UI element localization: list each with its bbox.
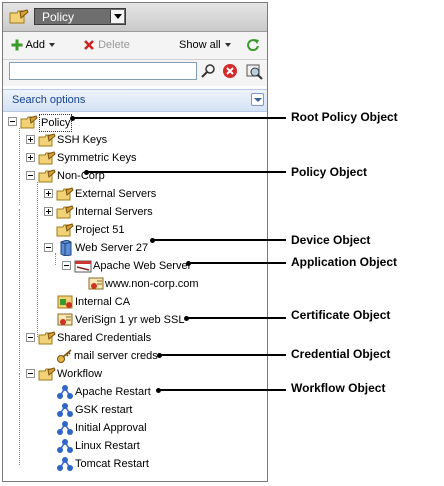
tree-node-label: www.non-corp.com bbox=[105, 278, 199, 290]
chevron-down-icon[interactable] bbox=[251, 93, 264, 106]
tree-node-label: Workflow bbox=[57, 368, 103, 380]
callout-policy: Policy Object bbox=[291, 165, 368, 179]
policy-folder-icon bbox=[38, 367, 56, 381]
tree-node-label: GSK restart bbox=[75, 404, 133, 416]
tree-node-label: SSH Keys bbox=[57, 134, 108, 146]
tree-node-label: VeriSign 1 yr web SSL bbox=[75, 314, 185, 326]
workflow-icon bbox=[57, 457, 73, 471]
callout-line bbox=[188, 262, 286, 264]
policy-folder-icon bbox=[56, 205, 74, 219]
tree-node-label: External Servers bbox=[75, 188, 157, 200]
policy-folder-icon bbox=[38, 133, 56, 147]
policy-folder-icon bbox=[38, 169, 56, 183]
chevron-down-icon bbox=[224, 43, 231, 48]
workflow-icon bbox=[57, 439, 73, 453]
workflow-icon bbox=[57, 421, 73, 435]
search-row bbox=[3, 60, 267, 86]
callout-line bbox=[86, 171, 286, 173]
workflow-icon bbox=[57, 403, 73, 417]
tree-node-label: Shared Credentials bbox=[57, 332, 152, 344]
tree-node-label: Linux Restart bbox=[75, 440, 140, 452]
show-all-button[interactable]: Show all bbox=[179, 37, 231, 53]
certificate-authority-icon bbox=[57, 295, 73, 309]
policy-folder-icon bbox=[56, 187, 74, 201]
collapse-toggle[interactable] bbox=[26, 333, 35, 342]
search-options-label: Search options bbox=[12, 94, 86, 106]
callout-certificate: Certificate Object bbox=[291, 308, 391, 322]
policy-folder-icon bbox=[38, 331, 56, 345]
policy-folder-icon bbox=[38, 151, 56, 165]
tree-node-label: Internal CA bbox=[75, 296, 131, 308]
credential-key-icon bbox=[57, 349, 72, 363]
collapse-toggle[interactable] bbox=[8, 117, 17, 126]
callout-line bbox=[152, 239, 286, 241]
certificate-icon bbox=[57, 313, 73, 326]
tree-node-label: Initial Approval bbox=[75, 422, 147, 434]
refresh-button[interactable] bbox=[246, 37, 260, 53]
tree-node-label: Apache Restart bbox=[75, 386, 151, 398]
expand-toggle[interactable] bbox=[26, 135, 35, 144]
chevron-down-icon[interactable] bbox=[110, 10, 124, 23]
application-icon bbox=[74, 260, 92, 273]
collapse-toggle[interactable] bbox=[62, 261, 71, 270]
tree-node-label: Internal Servers bbox=[75, 206, 153, 218]
search-input[interactable] bbox=[9, 62, 197, 80]
tree-node-label: Apache Web Server bbox=[93, 260, 192, 272]
tree-node-label: Project 51 bbox=[75, 224, 125, 236]
add-label: Add bbox=[25, 39, 46, 51]
object-type-select[interactable]: Policy bbox=[34, 8, 126, 25]
chevron-down-icon bbox=[49, 43, 56, 48]
callout-credential: Credential Object bbox=[291, 347, 391, 361]
panel-header: Policy bbox=[3, 3, 267, 32]
tree-node-label: Web Server 27 bbox=[75, 242, 149, 254]
expand-toggle[interactable] bbox=[44, 207, 53, 216]
policy-folder-icon bbox=[20, 115, 38, 129]
policy-tree-panel: Policy Add Delete Show all bbox=[2, 2, 268, 482]
server-icon bbox=[60, 240, 72, 256]
expand-toggle[interactable] bbox=[26, 153, 35, 162]
search-icon[interactable] bbox=[200, 63, 216, 79]
delete-label: Delete bbox=[98, 39, 130, 51]
clear-search-icon[interactable] bbox=[222, 63, 238, 79]
callout-workflow: Workflow Object bbox=[291, 381, 386, 395]
callout-line bbox=[158, 389, 286, 391]
add-button[interactable]: Add bbox=[11, 37, 56, 53]
delete-button[interactable]: Delete bbox=[83, 37, 130, 53]
policy-folder-icon bbox=[56, 223, 74, 237]
policy-tree: Policy SSH Keys Symmetric Keys bbox=[3, 111, 267, 481]
callout-line bbox=[159, 354, 286, 356]
object-type-value: Policy bbox=[42, 10, 75, 24]
callout-line bbox=[72, 117, 286, 119]
certificate-icon bbox=[88, 277, 104, 290]
workflow-icon bbox=[57, 385, 73, 399]
callout-application: Application Object bbox=[291, 255, 398, 269]
policy-folder-icon bbox=[9, 9, 29, 24]
tree-node-label: Policy bbox=[39, 114, 73, 132]
toolbar: Add Delete Show all bbox=[3, 32, 267, 60]
collapse-toggle[interactable] bbox=[26, 369, 35, 378]
add-icon bbox=[11, 39, 23, 51]
delete-icon bbox=[84, 40, 94, 50]
refresh-icon bbox=[247, 39, 259, 52]
tree-node-label: mail server creds bbox=[74, 350, 158, 362]
expand-toggle[interactable] bbox=[44, 189, 53, 198]
tree-node-label: Symmetric Keys bbox=[57, 152, 137, 164]
tree-node-label: Tomcat Restart bbox=[75, 458, 149, 470]
collapse-toggle[interactable] bbox=[26, 171, 35, 180]
show-all-label: Show all bbox=[179, 39, 221, 51]
callout-line bbox=[186, 317, 286, 319]
advanced-search-icon[interactable] bbox=[246, 62, 264, 80]
search-options-bar[interactable]: Search options bbox=[3, 89, 267, 112]
callout-device: Device Object bbox=[291, 233, 371, 247]
callout-root-policy: Root Policy Object bbox=[291, 110, 398, 124]
tree-node-label: Non-Corp bbox=[57, 170, 105, 182]
collapse-toggle[interactable] bbox=[44, 243, 53, 252]
